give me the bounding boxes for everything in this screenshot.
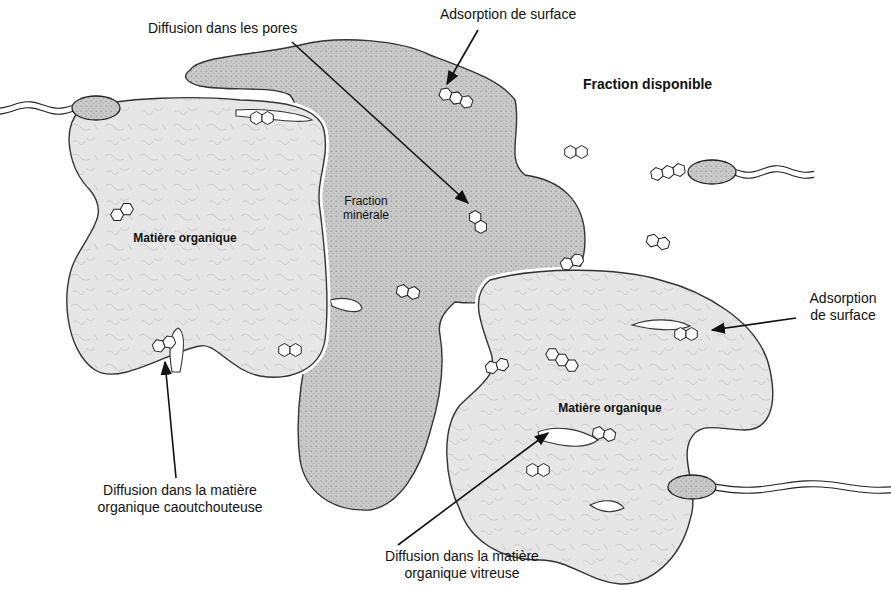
microorganism: [668, 475, 891, 499]
benzene-ring: [396, 284, 409, 299]
benzene-ring: [650, 167, 663, 182]
microorganism: [0, 96, 120, 120]
blob-gap: [67, 98, 327, 377]
pah-molecule: [467, 209, 490, 235]
matter-label: Matière organique: [535, 401, 685, 415]
leader-arrow: [398, 433, 548, 545]
leader-arrow: [292, 42, 468, 203]
benzene-ring: [407, 286, 420, 301]
benzene-ring: [661, 165, 674, 180]
cell-body: [72, 96, 120, 120]
pah-molecule: [484, 357, 509, 375]
flagellum: [0, 102, 74, 109]
organic-matter: Matière organique: [56, 92, 336, 388]
benzene-ring: [279, 344, 290, 357]
process-label: Adsorption de surface: [440, 6, 620, 23]
pah-molecule: [544, 346, 580, 374]
benzene-ring: [686, 328, 697, 341]
pah-molecule: [438, 86, 474, 110]
benzene-ring: [603, 428, 616, 443]
fraction-label: Fraction minérale: [321, 194, 411, 223]
benzene-ring: [672, 163, 685, 178]
benzene-ring: [119, 201, 135, 218]
benzene-ring: [162, 334, 177, 350]
flagellum: [714, 487, 891, 494]
leader-arrow: [712, 318, 796, 330]
cell-body: [668, 475, 716, 499]
benzene-ring: [527, 464, 538, 477]
benzene-ring: [675, 328, 686, 341]
pah-molecule: [279, 344, 302, 357]
benzene-ring: [564, 357, 580, 374]
benzene-ring: [570, 252, 585, 268]
pah-molecule: [675, 328, 698, 341]
matter-label: Matière organique: [110, 231, 260, 245]
pah-molecule: [559, 252, 585, 272]
pah-molecule: [565, 146, 588, 159]
blob-shape: [67, 98, 327, 377]
flagellum: [714, 481, 891, 488]
pah-molecule: [592, 426, 616, 443]
benzene-ring: [290, 344, 301, 357]
organic-matter: Matière organique: [436, 262, 778, 590]
pah-molecule: [527, 464, 550, 477]
microorganism: [688, 160, 814, 184]
benzene-ring: [472, 219, 489, 235]
process-label: Diffusion dans les pores: [148, 20, 348, 37]
benzene-ring: [459, 94, 474, 110]
pore: [590, 501, 624, 512]
leader-arrow: [447, 30, 478, 84]
pah-molecule: [396, 284, 420, 301]
pore: [170, 328, 184, 372]
process-label: Adsorption de surface: [800, 290, 886, 324]
benzene-ring: [576, 146, 587, 159]
flagellum: [0, 108, 74, 115]
benzene-ring: [538, 464, 549, 477]
blob-gap: [447, 270, 773, 584]
cell-body: [688, 160, 736, 184]
leader-arrow: [165, 362, 176, 478]
blob-outline: [436, 262, 778, 590]
region-label: Fraction disponible: [583, 76, 763, 93]
benzene-ring: [251, 112, 262, 125]
benzene-ring: [495, 357, 509, 372]
benzene-ring: [592, 426, 605, 441]
pah-molecule: [151, 334, 177, 354]
blob-shape: [447, 270, 773, 584]
benzene-ring: [656, 236, 670, 251]
pah-molecule: [645, 233, 670, 251]
process-label: Diffusion dans la matière organique caou…: [80, 482, 280, 516]
benzene-ring: [262, 112, 273, 125]
pore: [236, 109, 312, 121]
flagellum: [734, 166, 814, 173]
pah-molecule: [109, 201, 135, 224]
flagellum: [734, 172, 814, 179]
pore: [538, 428, 598, 446]
pah-molecule: [650, 163, 686, 182]
pore: [330, 298, 362, 311]
pah-molecule: [251, 112, 274, 125]
process-label: Diffusion dans la matière organique vitr…: [362, 548, 562, 582]
benzene-ring: [565, 146, 576, 159]
